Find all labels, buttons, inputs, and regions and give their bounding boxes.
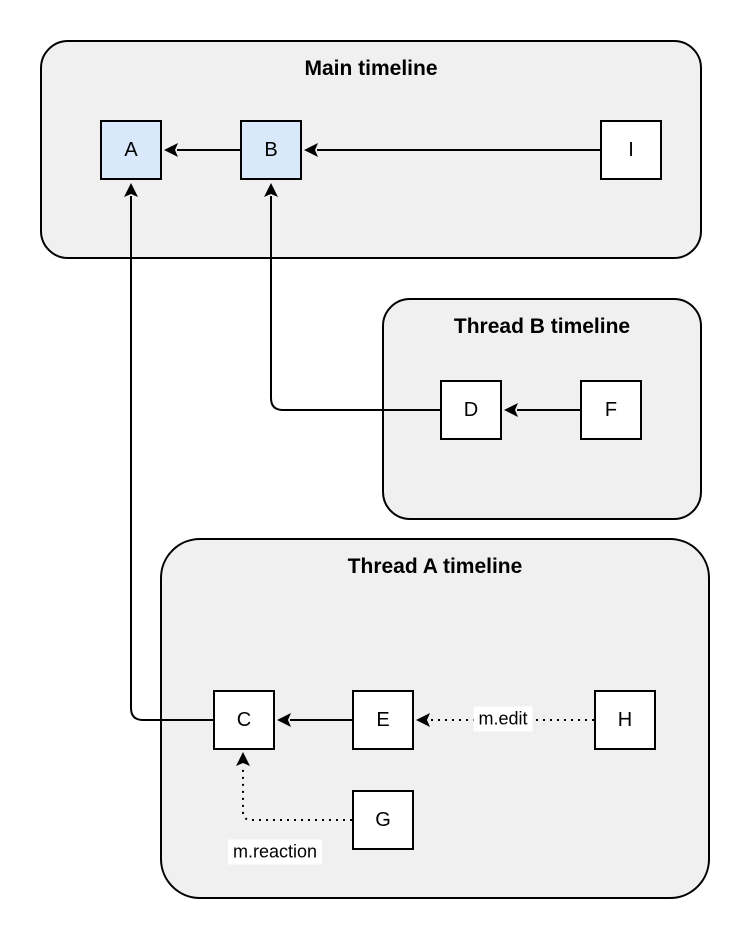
arrowhead-C-to-A — [124, 183, 138, 197]
arrowhead-F-to-D — [504, 403, 518, 417]
node-C: C — [213, 690, 275, 750]
timeline-title-thread-a: Thread A timeline — [347, 555, 523, 578]
node-I: I — [600, 120, 662, 180]
node-G: G — [352, 790, 414, 850]
timeline-title-thread-b: Thread B timeline — [453, 315, 631, 338]
arrowhead-H-to-E — [416, 713, 430, 727]
arrowhead-G-to-C — [236, 752, 250, 766]
arrowhead-D-to-B — [264, 183, 278, 197]
edge-label-m-reaction: m.reaction — [227, 839, 323, 865]
edge-D-to-B — [270, 196, 440, 411]
arrowhead-I-to-B — [304, 143, 318, 157]
arrowhead-E-to-C — [277, 713, 291, 727]
node-D: D — [440, 380, 502, 440]
node-E: E — [352, 690, 414, 750]
timeline-title-main: Main timeline — [304, 57, 438, 80]
node-B: B — [240, 120, 302, 180]
node-F: F — [580, 380, 642, 440]
arrowhead-B-to-A — [164, 143, 178, 157]
node-A: A — [100, 120, 162, 180]
node-H: H — [594, 690, 656, 750]
edge-C-to-A — [130, 196, 213, 721]
edge-label-m-edit: m.edit — [473, 706, 533, 732]
edge-G-to-C — [242, 765, 352, 821]
